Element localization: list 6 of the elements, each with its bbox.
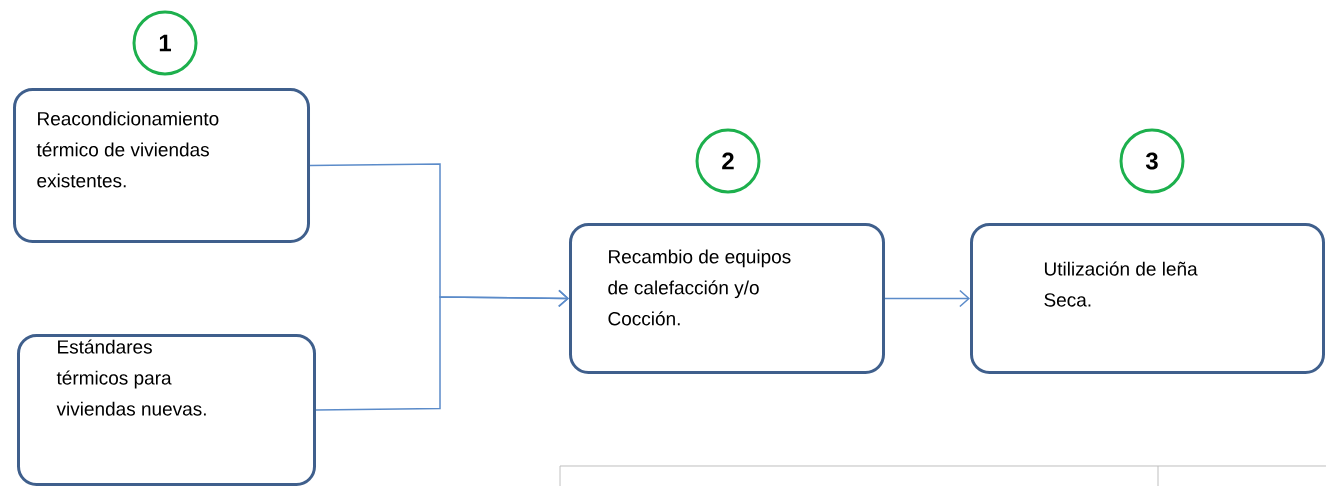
process-box: Estándares térmicos para viviendas nuevas. (17, 334, 316, 486)
arrow (884, 289, 970, 308)
process-box: Reacondicionamiento térmico de viviendas existentes. (13, 88, 310, 243)
process-box: Utilización de leña Seca. (970, 223, 1325, 374)
arrow (315, 289, 569, 411)
process-box: Recambio de equipos de calefacción y/o Cocción. (569, 223, 885, 374)
